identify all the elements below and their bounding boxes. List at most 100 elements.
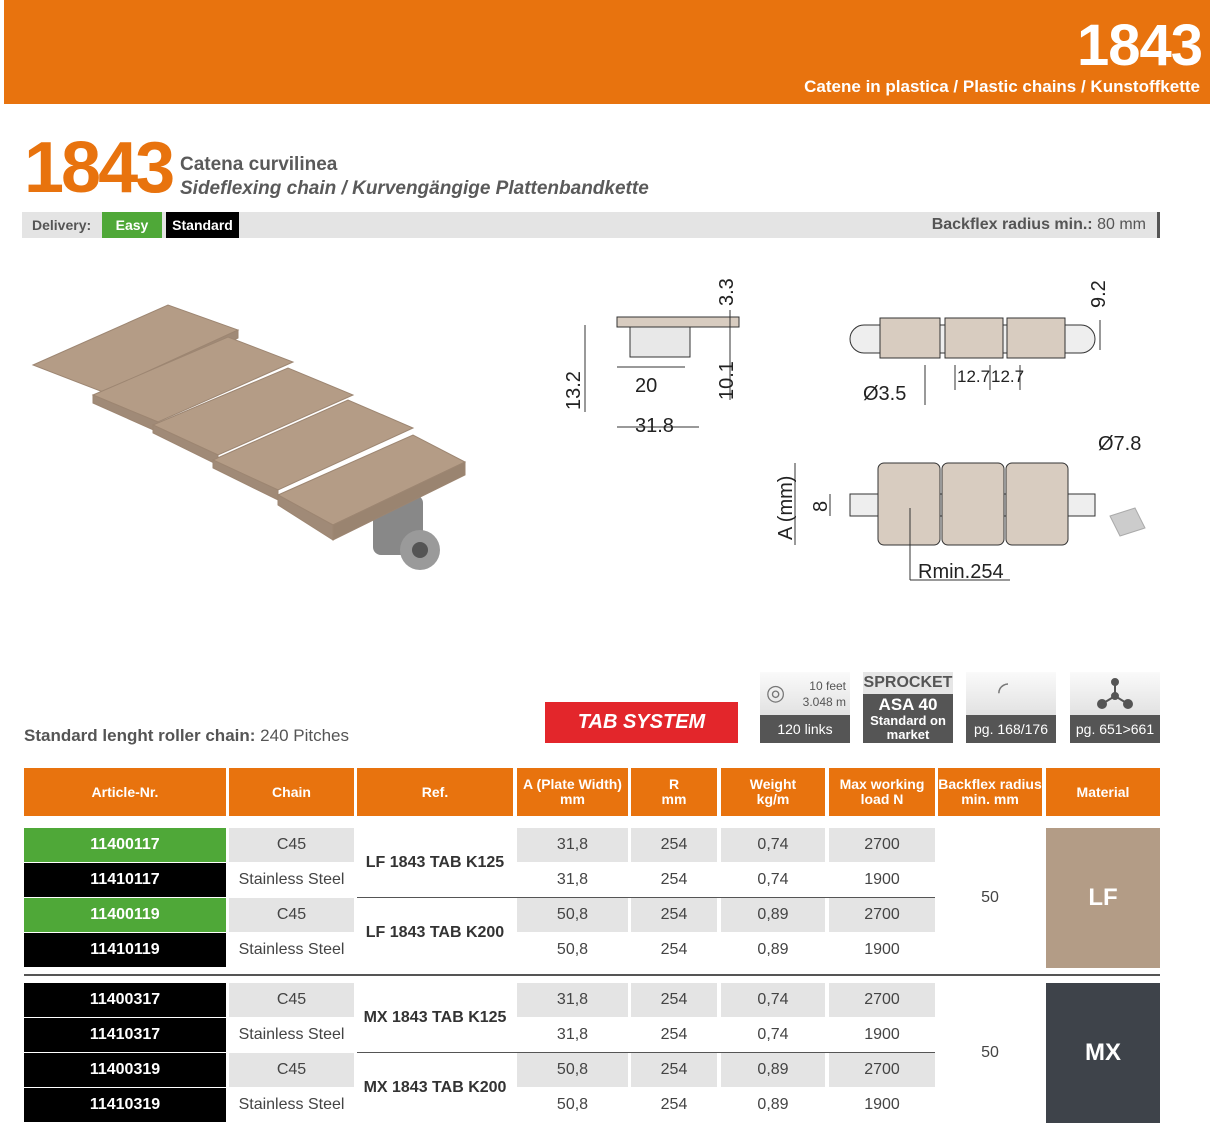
standard-length-label: Standard lenght roller chain: [24,726,256,745]
header-band [4,0,1210,104]
chain-type: Stainless Steel [229,1088,354,1122]
roll-links: 120 links [760,715,850,743]
article-number: 11400319 [24,1053,226,1087]
weight: 0,89 [721,933,825,967]
backflex-radius-value: 50 [981,1044,999,1061]
row-divider [357,1052,935,1053]
header-radius: R mm [631,768,717,816]
product-number: 1843 [24,128,175,208]
plate-width: 50,8 [517,898,628,932]
header-backflex: Backflex radius min. mm [938,768,1042,816]
front-view-drawing: 20 31.8 13.2 10.1 3.3 [563,278,740,437]
radius: 254 [631,1018,717,1052]
dim-31-8: 31.8 [635,415,674,437]
max-load: 1900 [829,1088,935,1122]
max-load: 1900 [829,863,935,897]
backflex-radius: Backflex radius min.: 80 mm [932,216,1146,234]
reference: LF 1843 TAB K125 [365,853,505,871]
info-curve-pages[interactable]: ◜ pg. 168/176 [966,672,1056,743]
chain-type: C45 [229,898,354,932]
sprocket-note-1: Standard on [870,713,946,728]
dim-a-mm: A (mm) [775,476,797,540]
header-plate-width: A (Plate Width) mm [517,768,628,816]
network-pages-link[interactable]: pg. 651>661 [1070,715,1160,743]
radius: 254 [631,983,717,1017]
info-roll-length: ◎ 10 feet 3.048 m 120 links [760,672,850,743]
max-load: 2700 [829,898,935,932]
dim-20: 20 [635,375,657,397]
plate [31,304,467,541]
reference: LF 1843 TAB K200 [365,923,505,941]
curve-icon: ◜ [998,676,1009,706]
standard-length: Standard lenght roller chain: 240 Pitche… [24,726,349,746]
weight: 0,74 [721,828,825,862]
delivery-standard-badge: Standard [166,212,239,238]
header-material: Material [1046,768,1160,816]
reference: MX 1843 TAB K200 [363,1078,507,1096]
delivery-easy-badge: Easy [102,212,162,238]
dim-3-3: 3.3 [716,278,738,306]
info-sprocket: SPROCKET ASA 40 Standard on market [863,672,953,743]
curve-pages-link[interactable]: pg. 168/176 [966,715,1056,743]
weight: 0,74 [721,863,825,897]
chain-type: C45 [229,983,354,1017]
dim-13-2: 13.2 [563,371,585,410]
plate-width: 31,8 [517,1018,628,1052]
dim-9-2: 9.2 [1088,280,1110,308]
article-number: 11410319 [24,1088,226,1122]
header-ref: Ref. [357,768,513,816]
header-article: Article-Nr. [24,768,226,816]
chain-type: Stainless Steel [229,863,354,897]
row-divider [357,897,935,898]
plate-width: 31,8 [517,983,628,1017]
backflex-radius-value: 50 [981,889,999,906]
dim-hole-3-5: Ø3.5 [863,383,906,405]
plate-width: 50,8 [517,1088,628,1122]
chain-photo [31,304,467,570]
dim-pitch-2: 12.7 [991,367,1024,386]
chain-type: Stainless Steel [229,1018,354,1052]
delivery-label: Delivery: [32,217,92,233]
standard-length-value: 240 Pitches [260,726,349,745]
radius: 254 [631,898,717,932]
divider [1157,212,1160,238]
max-load: 2700 [829,1053,935,1087]
delivery-bar: Delivery: Easy Standard Backflex radius … [22,212,1160,238]
plate-width: 31,8 [517,828,628,862]
plate-width: 50,8 [517,1053,628,1087]
max-load: 1900 [829,933,935,967]
dim-8: 8 [810,501,832,512]
chain-type: Stainless Steel [229,933,354,967]
weight: 0,89 [721,1053,825,1087]
header-subtitle: Catene in plastica / Plastic chains / Ku… [804,77,1200,96]
side-view-drawing: Ø3.5 12.7 12.7 9.2 [849,280,1110,405]
reference: MX 1843 TAB K125 [363,1008,507,1026]
max-load: 2700 [829,983,935,1017]
roll-feet: 10 feet [809,679,846,693]
product-name-it: Catena curvilinea [180,154,338,175]
weight: 0,74 [721,983,825,1017]
top-view-drawing: Ø7.8 A (mm) 8 Rmin.254 [775,433,1146,583]
tab-system-badge: TAB SYSTEM [545,702,738,743]
weight: 0,89 [721,1088,825,1122]
article-number: 11400317 [24,983,226,1017]
chain-type: C45 [229,828,354,862]
group-divider [24,974,1160,976]
chain-type: C45 [229,1053,354,1087]
material-badge: LF [1046,828,1160,968]
radius: 254 [631,1053,717,1087]
article-number: 11400119 [24,898,226,932]
dim-rmin: Rmin.254 [918,561,1004,583]
dim-roller-7-8: Ø7.8 [1098,433,1141,455]
sprocket-label: SPROCKET [863,672,953,694]
article-number: 11410119 [24,933,226,967]
info-network-pages[interactable]: pg. 651>661 [1070,672,1160,743]
backflex-label: Backflex radius min.: [931,216,1093,233]
dim-pitch-1: 12.7 [957,367,990,386]
max-load: 1900 [829,1018,935,1052]
weight: 0,89 [721,898,825,932]
article-number: 11400117 [24,828,226,862]
header-chain: Chain [229,768,354,816]
header-max-load: Max working load N [829,768,935,816]
plate-width: 31,8 [517,863,628,897]
